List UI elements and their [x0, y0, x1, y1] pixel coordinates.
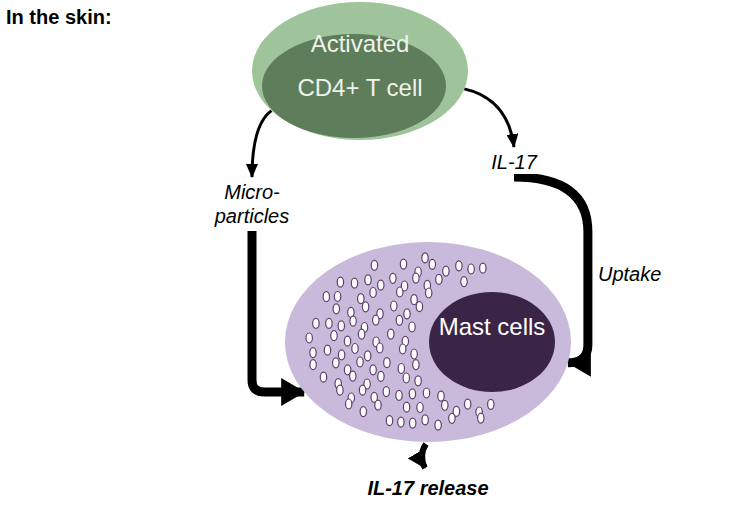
granule: [396, 390, 402, 400]
granule: [403, 373, 409, 383]
edge-label: Micro-particles: [200, 180, 304, 228]
diagram-title: In the skin:: [6, 6, 112, 29]
granule: [357, 357, 363, 367]
granule: [442, 400, 448, 410]
granule: [324, 345, 330, 355]
granule: [400, 344, 406, 354]
granule: [383, 387, 389, 397]
granule: [350, 316, 356, 326]
granule: [350, 371, 356, 381]
granule: [351, 278, 357, 288]
t-cell-node: Activated CD4+ T cell: [252, 2, 468, 140]
granule: [391, 301, 397, 311]
granule: [429, 259, 435, 269]
t-cell-label: Activated CD4+ T cell: [285, 22, 435, 110]
granule: [416, 302, 422, 312]
granule: [409, 389, 415, 399]
granule: [306, 333, 312, 343]
granule: [346, 399, 352, 409]
t-cell-shape: [252, 2, 468, 140]
granule: [334, 292, 340, 302]
granule: [411, 349, 417, 359]
granule: [398, 417, 404, 427]
granule: [333, 304, 339, 314]
granule: [443, 266, 449, 276]
annotation-label: IL-17 release: [358, 476, 498, 500]
granule: [310, 360, 316, 370]
mast-cell-label: Mast cells: [437, 312, 547, 342]
granule: [480, 263, 486, 273]
granule: [365, 351, 371, 361]
release-arrow: [422, 444, 426, 468]
granule: [323, 292, 329, 302]
granule: [333, 358, 339, 368]
granule: [413, 273, 419, 283]
granule: [310, 348, 316, 358]
granule: [390, 273, 396, 283]
granule: [397, 287, 403, 297]
granule: [465, 399, 471, 409]
granule: [362, 302, 368, 312]
granule: [403, 402, 409, 412]
granule: [468, 264, 474, 274]
granule: [422, 253, 428, 263]
granule: [426, 288, 432, 298]
granule: [423, 388, 429, 398]
granule: [344, 336, 350, 346]
granule: [409, 322, 415, 332]
annotation-label: Uptake: [598, 262, 661, 286]
granule: [338, 350, 344, 360]
granule: [359, 385, 365, 395]
granule: [415, 376, 421, 386]
t-cell-body: [252, 2, 468, 140]
granule: [378, 371, 384, 381]
granule: [386, 416, 392, 426]
granule: [371, 260, 377, 270]
granule: [400, 259, 406, 269]
granule: [320, 372, 326, 382]
granule: [375, 400, 381, 410]
granule: [413, 360, 419, 370]
granule: [313, 318, 319, 328]
granule: [370, 365, 376, 375]
granule: [360, 407, 366, 417]
secretion-arrow: [252, 111, 272, 177]
granule: [331, 331, 337, 341]
granule: [337, 385, 343, 395]
granule: [456, 261, 462, 271]
granule: [370, 288, 376, 298]
granule: [338, 321, 344, 331]
granule: [358, 294, 364, 304]
mast-cell-shape: [285, 242, 571, 442]
granule: [337, 277, 343, 287]
granule: [384, 358, 390, 368]
granule: [438, 391, 444, 401]
granule: [478, 413, 484, 423]
mast-cell-node: Mast cells: [285, 242, 571, 442]
granule: [461, 277, 467, 287]
granule: [417, 403, 423, 413]
mast-cell-nucleus: [429, 292, 555, 392]
granule: [352, 344, 358, 354]
granule: [398, 364, 404, 374]
granule: [436, 274, 442, 284]
granule: [410, 418, 416, 428]
edge-label: IL-17: [482, 150, 546, 174]
granule: [411, 295, 417, 305]
granule: [365, 275, 371, 285]
granule: [326, 318, 332, 328]
granule: [422, 415, 428, 425]
granule: [449, 413, 455, 423]
granule: [404, 309, 410, 319]
granule: [377, 343, 383, 353]
granule: [488, 399, 494, 409]
granule: [388, 329, 394, 339]
secretion-arrow: [464, 89, 514, 147]
mast-cell-body: [285, 242, 571, 442]
granule: [435, 420, 441, 430]
granule: [396, 315, 402, 325]
granule: [378, 280, 384, 290]
granule: [358, 329, 364, 339]
granule: [373, 315, 379, 325]
